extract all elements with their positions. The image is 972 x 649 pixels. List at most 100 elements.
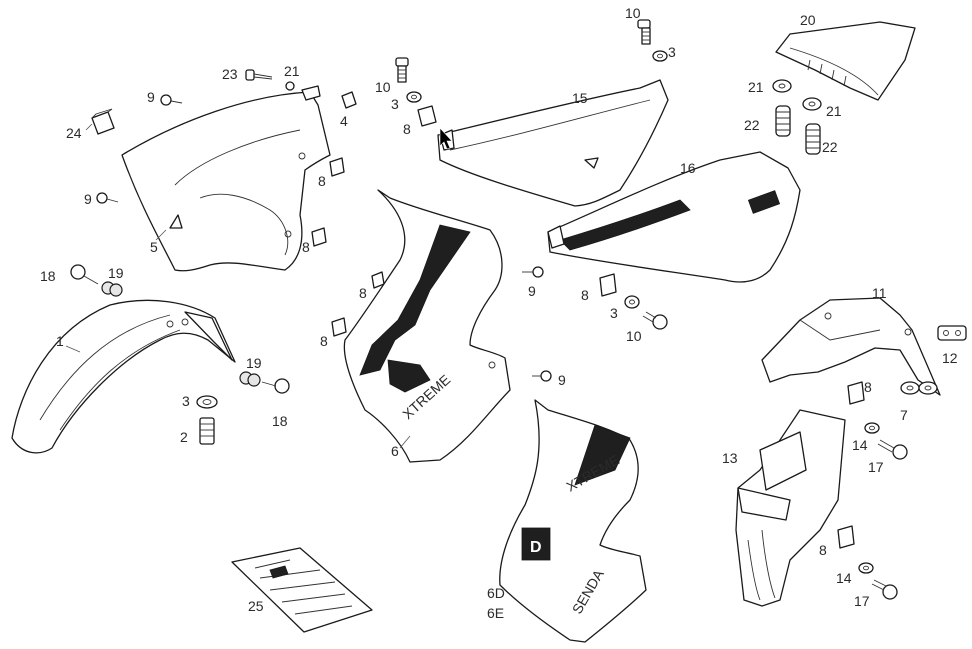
label-14-b: 14 (836, 570, 852, 586)
side-panel-5 (121, 91, 331, 272)
pin-18-lower (239, 371, 290, 394)
bolt-10-b (637, 19, 651, 45)
bolt-23 (245, 69, 273, 81)
d-badge-letter: D (530, 539, 542, 556)
front-mudguard (11, 299, 236, 454)
rear-panel-15 (437, 79, 669, 207)
label-7: 7 (900, 407, 908, 423)
label-3-a: 3 (391, 96, 399, 112)
label-15: 15 (572, 90, 588, 106)
label-8-b: 8 (318, 173, 326, 189)
label-21-top: 21 (284, 63, 300, 79)
label-21-left: 21 (748, 79, 764, 95)
label-16: 16 (680, 160, 696, 176)
spring-22-left (775, 105, 791, 137)
side-cover-6d: D XTREME SENDA (499, 399, 647, 643)
screw-9-top (160, 94, 183, 106)
label-3-front: 3 (182, 393, 190, 409)
label-23: 23 (222, 66, 238, 82)
label-17-a: 17 (868, 459, 884, 475)
clip-4 (341, 91, 357, 109)
label-9-mid: 9 (528, 283, 536, 299)
washer-21-right (802, 97, 822, 111)
label-11: 11 (872, 285, 887, 301)
label-3-b: 3 (668, 44, 676, 60)
clip-21-top (285, 81, 321, 101)
label-8-d: 8 (359, 285, 367, 301)
washer-3-front (196, 395, 218, 409)
clip-8-f (599, 273, 617, 297)
screw-17-b (871, 579, 898, 600)
label-22-left: 22 (744, 117, 760, 133)
label-10-b: 10 (625, 5, 641, 21)
label-14-a: 14 (852, 437, 868, 453)
rear-panel-16 (547, 151, 801, 283)
label-12: 12 (942, 350, 958, 366)
clip-8-h (837, 525, 855, 549)
label-10-c: 10 (626, 328, 642, 344)
washer-3-b (652, 50, 668, 62)
label-10-a: 10 (375, 79, 391, 95)
rear-frame-11 (761, 297, 941, 396)
clip-8-g (847, 381, 865, 405)
block-24 (91, 108, 115, 135)
bolt-2 (199, 417, 215, 445)
decal-sheet-25 (231, 547, 373, 633)
label-25: 25 (248, 598, 264, 614)
washers-7 (900, 381, 938, 395)
label-8-g: 8 (864, 379, 872, 395)
part-number-labels: 1 2 3 3 3 3 4 5 6 6D 6E 7 8 8 8 8 8 8 8 … (40, 5, 958, 621)
screw-17-a (877, 439, 908, 460)
label-8-f: 8 (581, 287, 589, 303)
label-8-c: 8 (302, 239, 310, 255)
mouse-cursor-icon (439, 127, 453, 150)
label-6e: 6E (487, 605, 504, 621)
bolt-10-a (395, 57, 409, 83)
label-6: 6 (391, 443, 399, 459)
label-18-upper: 18 (40, 268, 56, 284)
washer-14-a (864, 422, 880, 434)
washer-3-a (406, 91, 422, 103)
label-9-top: 9 (147, 89, 155, 105)
side-cover-6: XTREME (343, 189, 511, 463)
label-19-lower: 19 (246, 355, 262, 371)
clip-8-e (417, 105, 437, 127)
label-19-upper: 19 (108, 265, 124, 281)
label-13: 13 (722, 450, 738, 466)
label-18-lower: 18 (272, 413, 288, 429)
label-8-e: 8 (320, 333, 328, 349)
washer-21-left (772, 79, 792, 93)
leader-lines (65, 123, 411, 449)
screw-9-lower (532, 370, 552, 382)
clip-8-a (329, 157, 345, 177)
label-8-h: 8 (819, 542, 827, 558)
bolt-10-c (642, 311, 668, 330)
spring-22-right (805, 123, 821, 155)
label-21-right: 21 (826, 103, 842, 119)
clip-8-d (331, 317, 347, 337)
label-24: 24 (66, 125, 82, 141)
seat-cowl-20 (775, 21, 916, 101)
screw-9-left (96, 192, 119, 204)
screw-9-mid (522, 266, 544, 278)
label-20: 20 (800, 12, 816, 28)
pin-18-upper (70, 264, 123, 297)
label-9-lower: 9 (558, 372, 566, 388)
label-8-a: 8 (403, 121, 411, 137)
washer-3-c (624, 295, 640, 309)
label-2: 2 (180, 429, 188, 445)
d-badge (521, 527, 551, 561)
label-5: 5 (150, 239, 158, 255)
label-3-c: 3 (610, 305, 618, 321)
label-9-left: 9 (84, 191, 92, 207)
clip-8-b (311, 227, 327, 247)
label-17-b: 17 (854, 593, 870, 609)
label-22-right: 22 (822, 139, 838, 155)
clip-12 (937, 325, 967, 341)
label-4: 4 (340, 113, 348, 129)
label-1: 1 (56, 333, 64, 349)
rear-hugger-13 (735, 409, 846, 607)
label-6d: 6D (487, 585, 505, 601)
